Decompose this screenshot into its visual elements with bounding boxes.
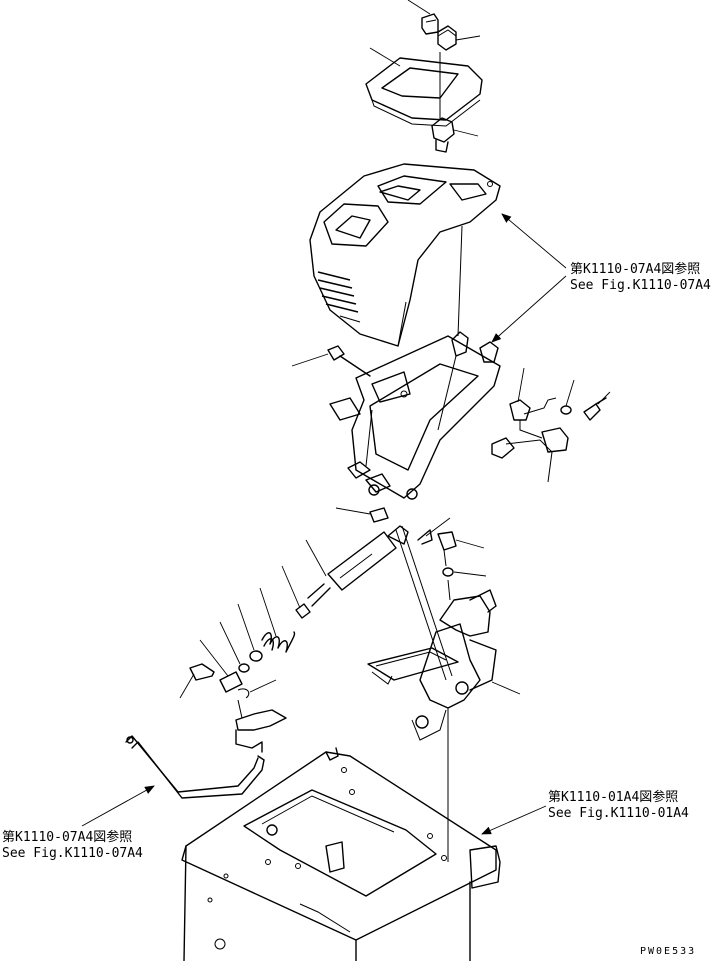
reference-note-lever: 第K1110-07A4図参照 See Fig.K1110-07A4 [2,830,143,862]
bracket-assembly-part [329,331,501,500]
lever-bolt-part [437,531,487,601]
ref-console-arrow-down [491,275,567,343]
top-cap-part [407,0,439,35]
ref-console-arrow-up [501,213,567,269]
knob-part [437,25,481,120]
reference-note-console-en: See Fig.K1110-07A4 [570,278,711,293]
spring-part [259,587,296,653]
reference-note-lever-jp: 第K1110-07A4図参照 [2,830,133,845]
reference-note-lever-en: See Fig.K1110-07A4 [2,846,143,861]
small-nut-part [219,621,250,673]
washer-part [237,603,263,662]
bolt-part [291,345,371,377]
floor-frame-part [181,708,501,961]
drawing-code: PW0E533 [640,946,697,957]
side-switch-part [491,367,611,483]
switch-part [431,117,479,153]
reference-note-frame-jp: 第K1110-01A4図参照 [548,790,679,805]
ref-lever-arrow [81,785,155,827]
reference-note-console-jp: 第K1110-07A4図参照 [570,262,701,277]
clip-part [417,517,451,545]
lock-lever-part [125,699,287,799]
ref-frame-arrow [481,805,547,835]
reference-note-console: 第K1110-07A4図参照 See Fig.K1110-07A4 [570,262,711,294]
cover-plate-part [365,47,483,127]
gas-spring-part [305,525,409,607]
nut-part [281,565,311,619]
reference-note-frame: 第K1110-01A4図参照 See Fig.K1110-01A4 [548,790,689,822]
console-housing-part [309,163,501,347]
lever-bracket-part [367,525,521,741]
pin-part [335,507,389,523]
reference-note-frame-en: See Fig.K1110-01A4 [548,806,689,821]
joint-part [199,639,277,699]
pivot-bolt-part [179,663,215,699]
